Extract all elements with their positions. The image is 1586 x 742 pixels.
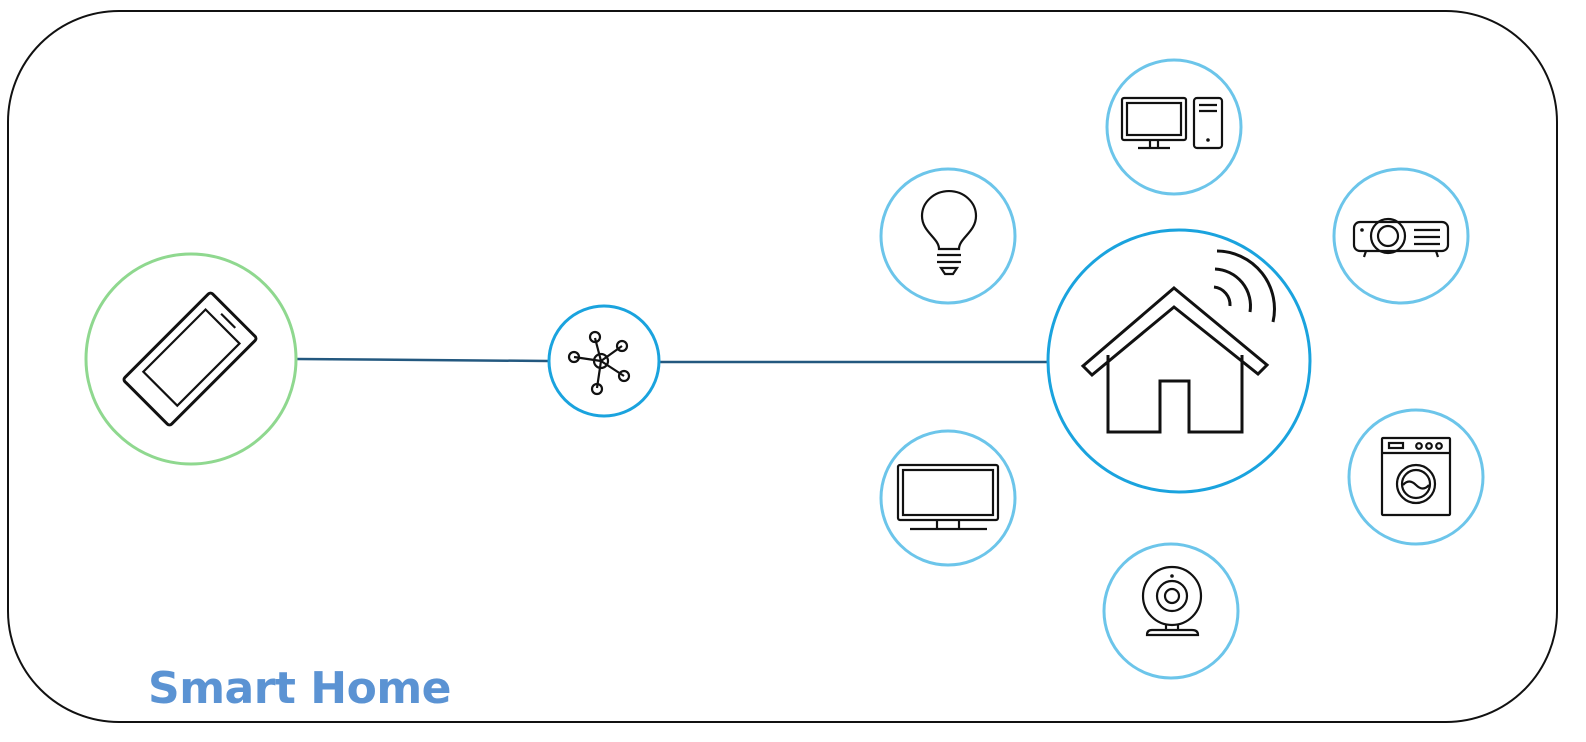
hub-node [547, 304, 661, 418]
light-node-ring [879, 167, 1017, 305]
washing-machine-icon [1380, 436, 1452, 517]
webcam-node [1102, 542, 1240, 680]
projector-node [1332, 167, 1470, 305]
washer-node-ring [1347, 408, 1485, 546]
diagram-frame [7, 10, 1558, 723]
desktop-computer-icon [1120, 96, 1224, 150]
hub-node-ring [547, 304, 661, 418]
projector-icon [1352, 217, 1450, 258]
house-node [1046, 228, 1312, 494]
webcam-icon [1141, 565, 1203, 637]
phone-node-ring [84, 252, 298, 466]
projector-node-ring [1332, 167, 1470, 305]
connector-phone-hub [296, 357, 549, 363]
tv-node-ring [879, 429, 1017, 567]
network-hub-icon [567, 330, 631, 396]
webcam-node-ring [1102, 542, 1240, 680]
light-bulb-icon [920, 189, 978, 276]
house-node-ring [1046, 228, 1312, 494]
diagram-title: Smart Home [148, 663, 452, 714]
computer-node-ring [1105, 58, 1243, 196]
phone-node [84, 252, 298, 466]
smartphone-icon [122, 291, 258, 427]
television-icon [896, 463, 1000, 531]
tv-node [879, 429, 1017, 567]
computer-node [1105, 58, 1243, 196]
smart-house-wifi-icon [1080, 249, 1276, 434]
washer-node [1347, 408, 1485, 546]
light-node [879, 167, 1017, 305]
